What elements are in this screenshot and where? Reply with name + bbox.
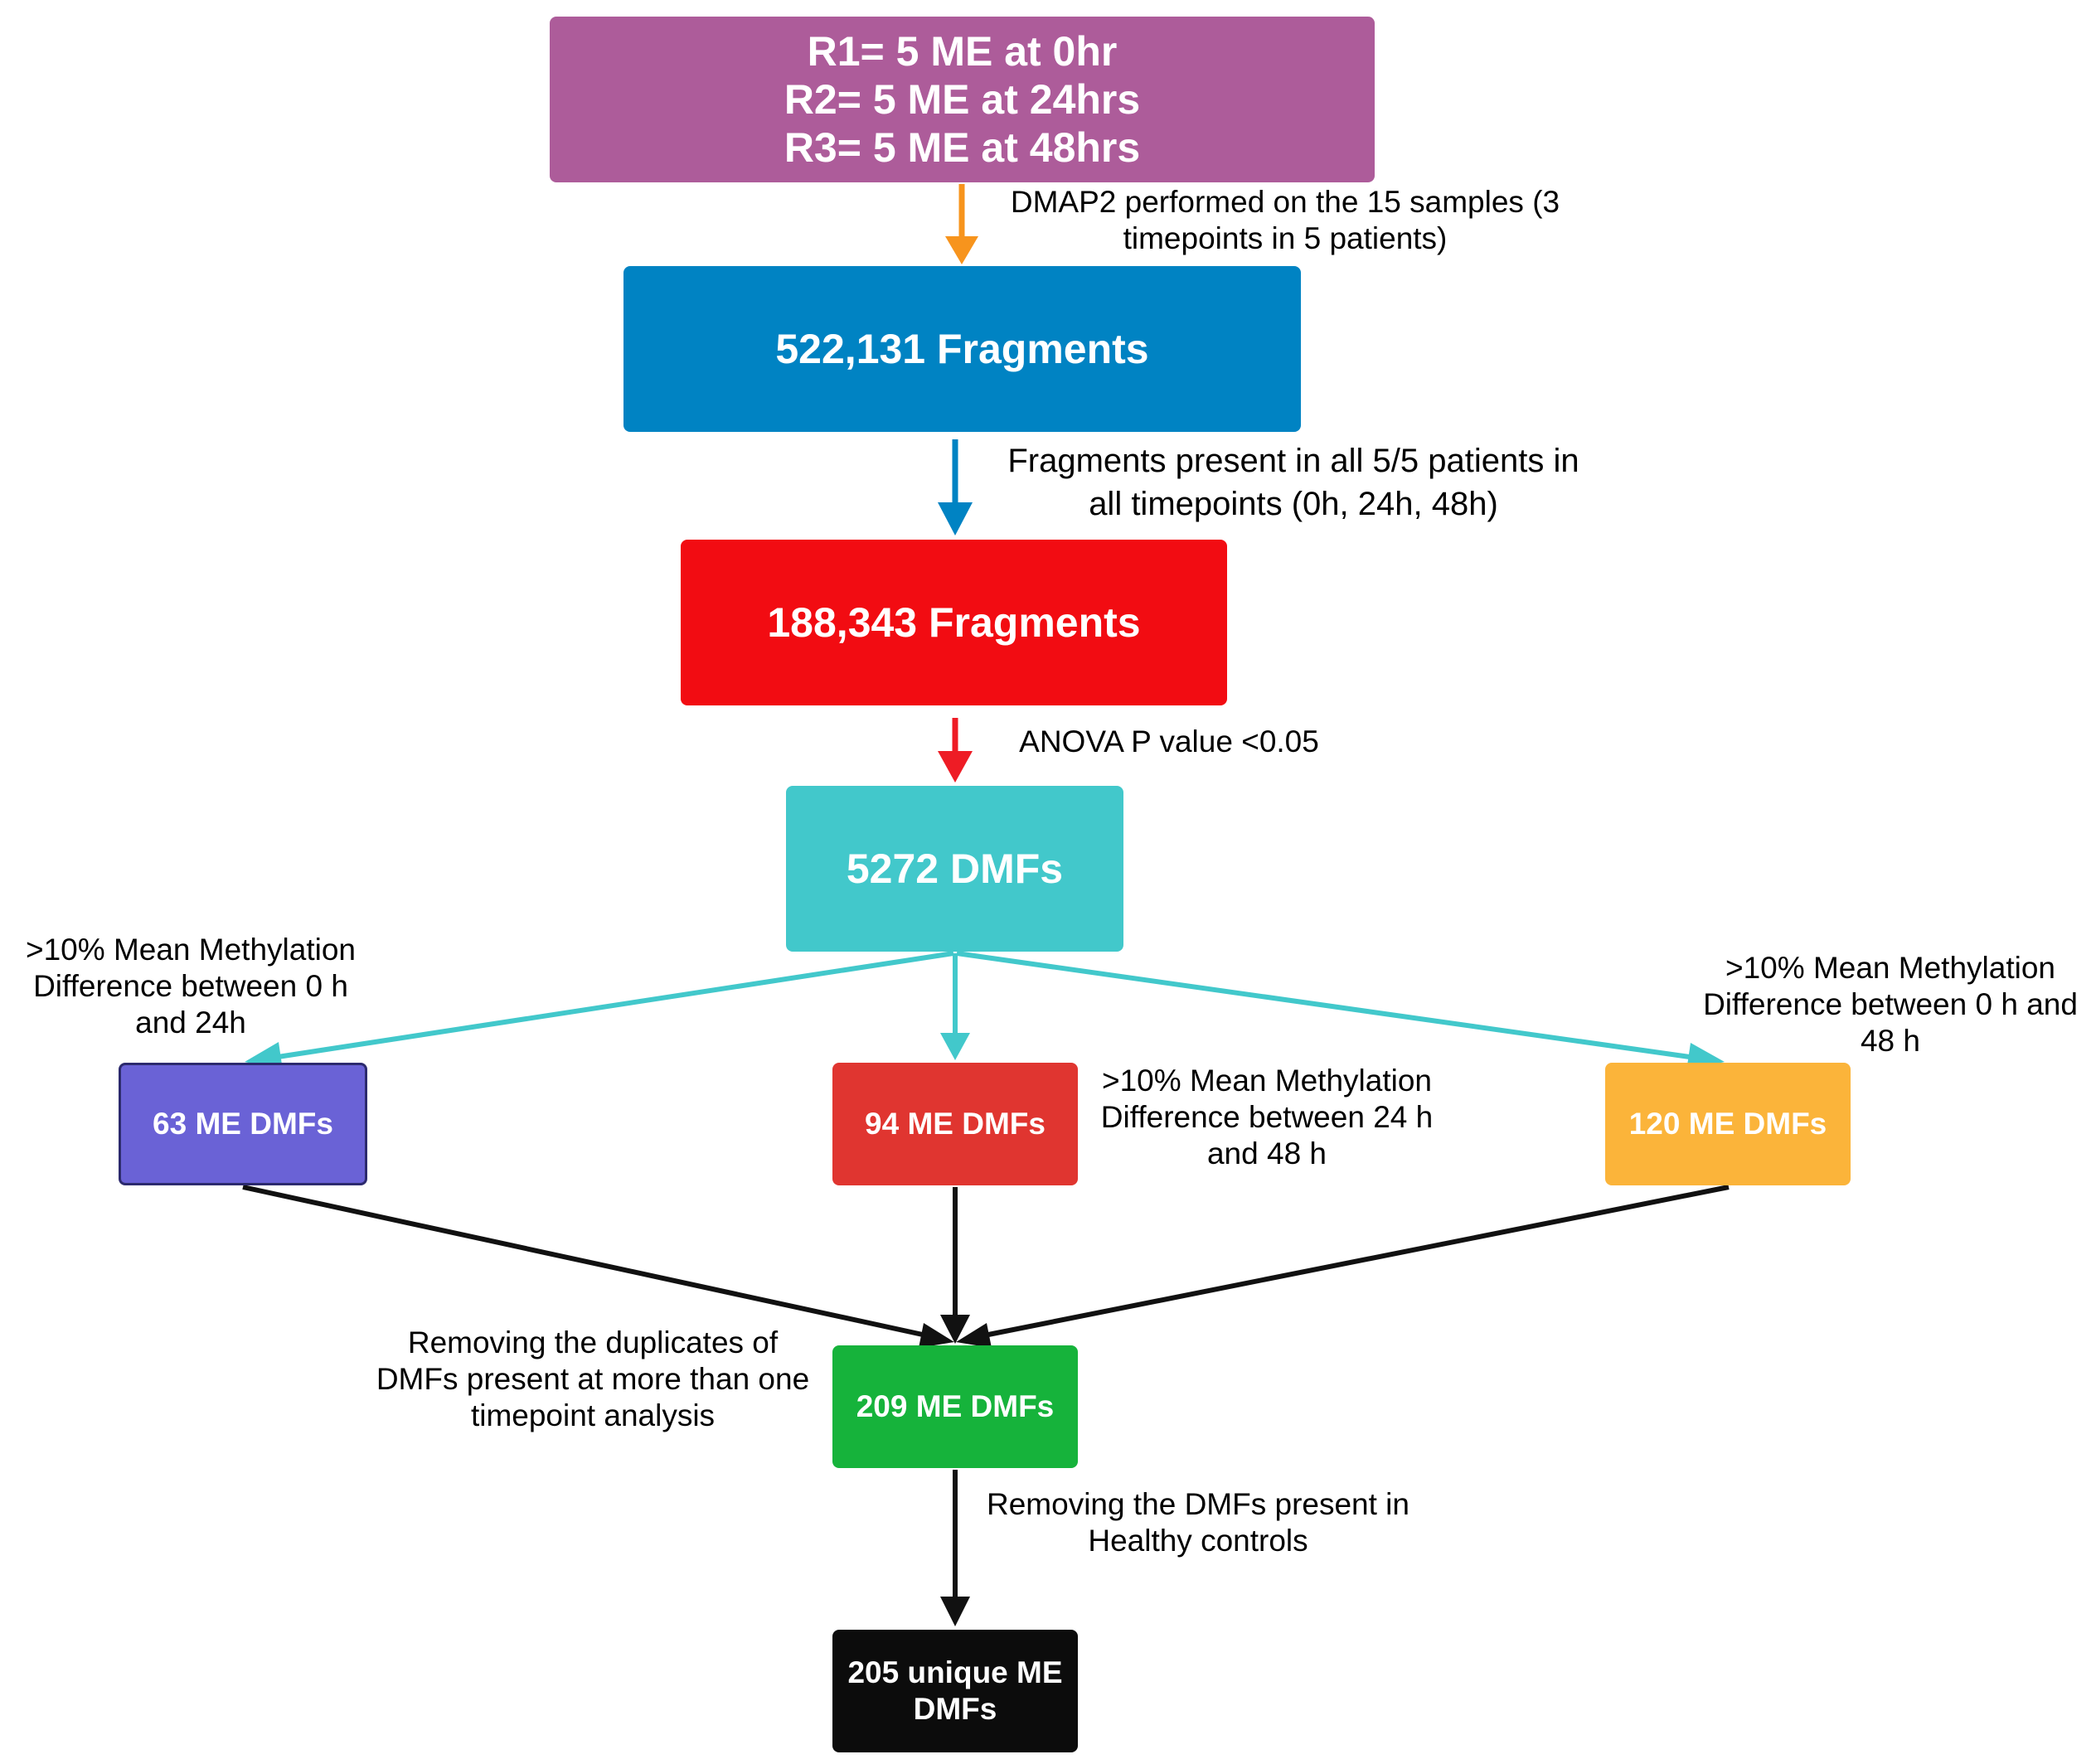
dmap2-note-line-2: timepoints in 5 patients) <box>1123 221 1448 255</box>
arrowhead-209-to-205 <box>940 1597 970 1626</box>
fragments-all-node: 522,131 Fragments <box>623 266 1301 432</box>
me-0-48-node: 120 ME DMFs <box>1605 1063 1851 1185</box>
arrowhead-94-to-209 <box>940 1315 970 1344</box>
me-0-24-node: 63 ME DMFs <box>119 1063 367 1185</box>
arrowhead-start-to-fragments <box>945 236 978 264</box>
diff-0-48-note-line-3: 48 h <box>1860 1024 1920 1058</box>
start-line-1: R1= 5 ME at 0hr <box>807 28 1118 75</box>
diff-24-48-note: >10% Mean Methylation Difference between… <box>1084 1063 1449 1172</box>
arrowhead-present-to-dmfs <box>938 751 973 783</box>
unique-line-1: 205 unique ME <box>847 1655 1063 1689</box>
diff-24-48-note-line-1: >10% Mean Methylation <box>1102 1064 1432 1098</box>
diff-0-24-note: >10% Mean Methylation Difference between… <box>8 932 373 1041</box>
arrowhead-fragments-to-present <box>938 502 973 536</box>
healthy-controls-note-line-1: Removing the DMFs present in <box>987 1487 1409 1521</box>
start-line-2: R2= 5 ME at 24hrs <box>784 76 1141 123</box>
diff-0-48-note-line-2: Difference between 0 h and <box>1703 987 2078 1021</box>
fragments-present-node: 188,343 Fragments <box>681 540 1227 705</box>
me-24-48-node: 94 ME DMFs <box>832 1063 1078 1185</box>
me-combined-label: 209 ME DMFs <box>856 1389 1055 1423</box>
arrow-63-to-209 <box>242 1185 931 1339</box>
me-0-24-label: 63 ME DMFs <box>153 1107 333 1141</box>
fragments-all-label: 522,131 Fragments <box>775 326 1149 372</box>
dmfs-node: 5272 DMFs <box>786 786 1123 952</box>
anova-note-line-1: ANOVA P value <0.05 <box>1019 724 1319 758</box>
me-combined-node: 209 ME DMFs <box>832 1345 1078 1468</box>
start-node: R1= 5 ME at 0hr R2= 5 ME at 24hrs R3= 5 … <box>550 17 1375 182</box>
anova-note: ANOVA P value <0.05 <box>1012 724 1327 760</box>
arrow-120-to-209 <box>979 1185 1730 1339</box>
fragments-present-note-line-1: Fragments present in all 5/5 patients in <box>1007 443 1579 479</box>
arrow-dmfs-to-120 <box>956 951 1702 1061</box>
arrow-dmfs-to-63 <box>266 951 954 1061</box>
diff-0-48-note: >10% Mean Methylation Difference between… <box>1687 950 2094 1059</box>
me-24-48-label: 94 ME DMFs <box>865 1107 1046 1141</box>
diff-0-24-note-line-1: >10% Mean Methylation <box>26 933 356 967</box>
fragments-present-note-line-2: all timepoints (0h, 24h, 48h) <box>1089 486 1498 522</box>
diff-0-24-note-line-2: Difference between 0 h <box>33 969 348 1003</box>
diff-0-24-note-line-3: and 24h <box>135 1006 246 1040</box>
fragments-present-note: Fragments present in all 5/5 patients in… <box>978 439 1608 526</box>
dmfs-label: 5272 DMFs <box>846 846 1064 892</box>
duplicates-note: Removing the duplicates of DMFs present … <box>361 1325 825 1434</box>
start-line-3: R3= 5 ME at 48hrs <box>784 124 1141 171</box>
duplicates-note-line-2: DMFs present at more than one <box>376 1362 810 1396</box>
dmap2-note: DMAP2 performed on the 15 samples (3 tim… <box>995 184 1575 257</box>
diff-24-48-note-line-3: and 48 h <box>1206 1136 1327 1170</box>
arrowhead-63-to-209 <box>919 1323 954 1348</box>
diff-24-48-note-line-2: Difference between 24 h <box>1100 1100 1434 1134</box>
me-0-48-label: 120 ME DMFs <box>1628 1107 1827 1141</box>
duplicates-note-line-3: timepoint analysis <box>470 1398 716 1432</box>
duplicates-note-line-1: Removing the duplicates of <box>407 1325 779 1359</box>
fragments-present-label: 188,343 Fragments <box>767 599 1141 646</box>
arrowhead-120-to-209 <box>956 1323 992 1348</box>
arrowhead-dmfs-to-94 <box>940 1033 970 1060</box>
dmap2-note-line-1: DMAP2 performed on the 15 samples (3 <box>1010 185 1560 219</box>
healthy-controls-note: Removing the DMFs present in Healthy con… <box>962 1486 1434 1559</box>
unique-node: 205 unique ME DMFs <box>832 1630 1078 1752</box>
diff-0-48-note-line-1: >10% Mean Methylation <box>1725 951 2055 985</box>
healthy-controls-note-line-2: Healthy controls <box>1088 1524 1308 1558</box>
unique-line-2: DMFs <box>913 1692 997 1726</box>
